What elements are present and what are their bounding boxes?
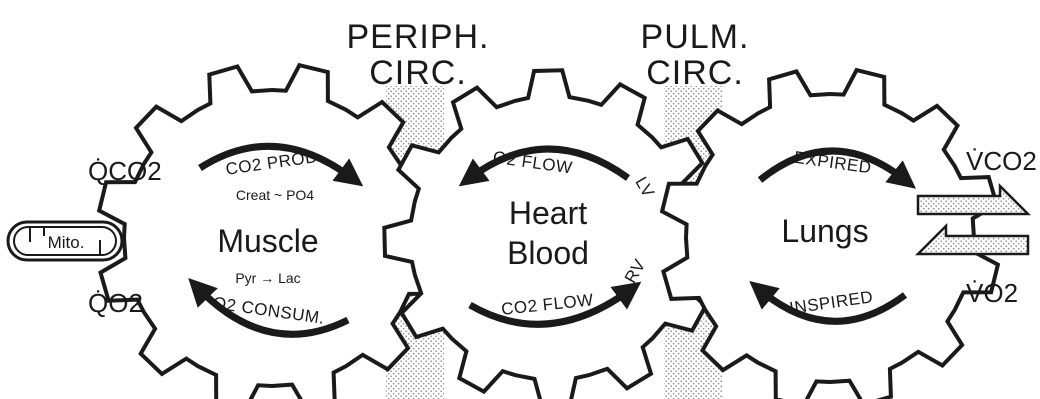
pulm-circ-label-line2: CIRC. bbox=[646, 54, 744, 92]
mitochondrion: Mito. bbox=[8, 222, 122, 260]
heart-label-line1: Heart bbox=[509, 195, 587, 231]
pulm-circ-label-line1: PULM. bbox=[641, 18, 750, 56]
vo2-label: V̇O2 bbox=[966, 278, 1018, 308]
qco2-label: Q̇CO2 bbox=[88, 156, 162, 186]
vco2-label: V̇CO2 bbox=[966, 146, 1037, 176]
periph-circ-label-line2: CIRC. bbox=[369, 54, 467, 92]
periph-circ-label-line1: PERIPH. bbox=[346, 18, 489, 56]
muscle-creatine-phosphate-label: Creat ~ PO4 bbox=[236, 187, 314, 203]
qo2-label: Q̇O2 bbox=[88, 288, 143, 318]
lungs-label: Lungs bbox=[781, 213, 868, 249]
muscle-pyruvate-lactate-label: Pyr → Lac bbox=[235, 270, 300, 286]
mito-label: Mito. bbox=[48, 233, 85, 252]
muscle-label: Muscle bbox=[217, 223, 318, 259]
heart-label-line2: Blood bbox=[507, 235, 589, 271]
